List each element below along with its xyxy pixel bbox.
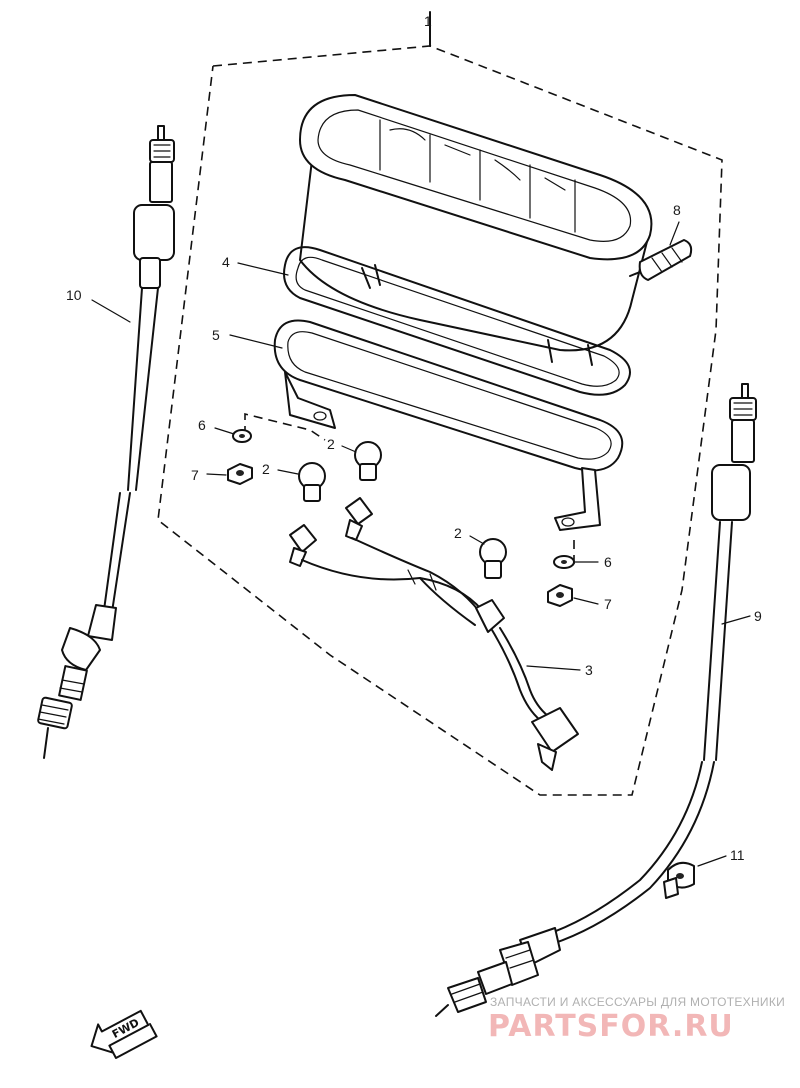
bulb-3 bbox=[479, 538, 507, 579]
callout-2-b: 2 bbox=[262, 461, 270, 477]
callout-8: 8 bbox=[673, 202, 681, 218]
callout-11: 11 bbox=[730, 847, 745, 863]
gasket-upper bbox=[283, 246, 631, 396]
trip-knob bbox=[629, 239, 693, 281]
watermark-brand: PARTSFOR.RU bbox=[488, 1009, 734, 1044]
nut-left bbox=[227, 463, 253, 485]
callout-4: 4 bbox=[222, 254, 230, 270]
cable-clamp bbox=[663, 861, 695, 899]
callout-6-right: 6 bbox=[604, 554, 612, 570]
washer-left bbox=[232, 429, 252, 443]
callout-5: 5 bbox=[212, 327, 220, 343]
fwd-arrow: FWD bbox=[90, 1009, 158, 1059]
washer-right bbox=[553, 555, 575, 569]
callout-3: 3 bbox=[585, 662, 593, 678]
bulb-2 bbox=[298, 462, 326, 502]
cable-left bbox=[37, 125, 175, 759]
callout-7-left: 7 bbox=[191, 467, 199, 483]
meter-housing bbox=[299, 94, 653, 366]
callout-6-left: 6 bbox=[198, 417, 206, 433]
cable-right bbox=[435, 383, 757, 1017]
watermark-tagline: ЗАПЧАСТИ И АКСЕССУАРЫ ДЛЯ МОТОТЕХНИКИ bbox=[490, 995, 785, 1009]
gasket-lower bbox=[273, 319, 624, 531]
wire-harness bbox=[289, 497, 579, 771]
callout-2-c: 2 bbox=[454, 525, 462, 541]
callout-7-right: 7 bbox=[604, 596, 612, 612]
callout-1: 1 bbox=[424, 13, 432, 29]
bulb-1 bbox=[354, 441, 382, 481]
nut-right bbox=[547, 584, 573, 607]
callout-10: 10 bbox=[66, 287, 82, 303]
assembly-boundary bbox=[157, 11, 723, 796]
callout-2-a: 2 bbox=[327, 436, 335, 452]
callout-9: 9 bbox=[754, 608, 762, 624]
